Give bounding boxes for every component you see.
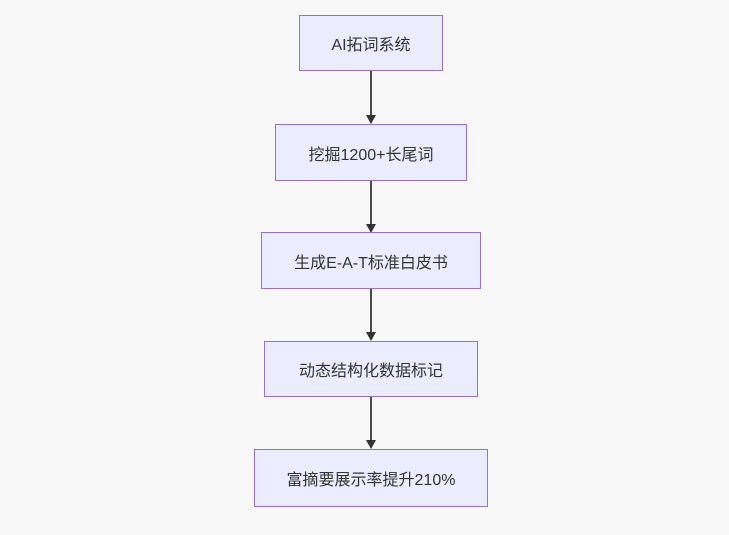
arrowhead-down-icon bbox=[366, 115, 376, 124]
edge-connector-line bbox=[370, 397, 372, 442]
arrowhead-down-icon bbox=[366, 332, 376, 341]
node-label: 挖掘1200+长尾词 bbox=[308, 146, 434, 164]
flowchart-node-structured-data: 动态结构化数据标记 bbox=[264, 341, 478, 397]
edge-connector-line bbox=[370, 289, 372, 334]
flowchart-node-ai-system: AI拓词系统 bbox=[299, 15, 443, 71]
arrowhead-down-icon bbox=[366, 440, 376, 449]
node-label: 富摘要展示率提升210% bbox=[286, 472, 456, 489]
flowchart-node-eat-whitepaper: 生成E-A-T标准白皮书 bbox=[261, 232, 481, 289]
node-label: 动态结构化数据标记 bbox=[298, 363, 443, 380]
flowchart-node-rich-snippet-result: 富摘要展示率提升210% bbox=[254, 449, 488, 507]
edge-connector-line bbox=[370, 71, 372, 116]
arrowhead-down-icon bbox=[366, 224, 376, 233]
node-label: AI拓词系统 bbox=[331, 37, 411, 54]
edge-connector-line bbox=[370, 181, 372, 225]
node-label: 生成E-A-T标准白皮书 bbox=[294, 254, 448, 272]
flowchart-node-longtail-keywords: 挖掘1200+长尾词 bbox=[275, 124, 467, 181]
